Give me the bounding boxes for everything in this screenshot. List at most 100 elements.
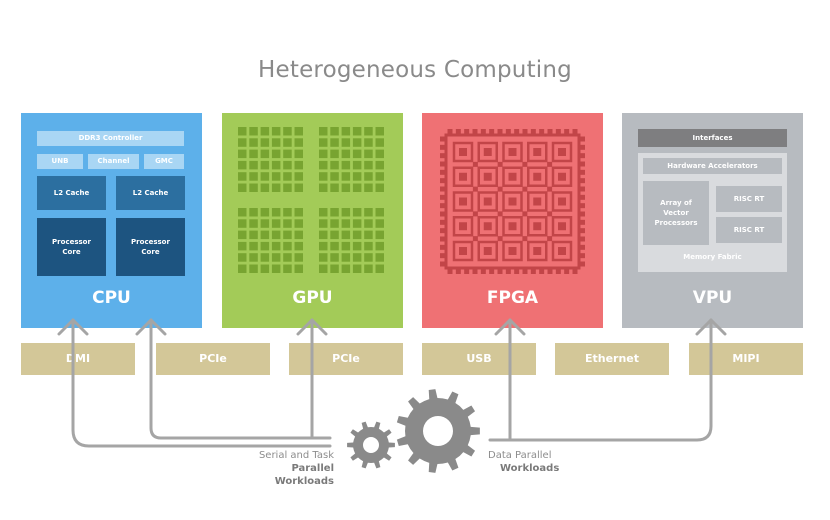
fpga-interconnect	[472, 211, 478, 217]
gpu-core	[271, 149, 281, 159]
fpga-interconnect	[522, 211, 528, 217]
gpu-core	[271, 160, 281, 170]
fpga-pin	[440, 253, 447, 259]
vpu-card: Interfaces Hardware Accelerators Array o…	[622, 113, 803, 328]
fpga-logic-core	[533, 197, 542, 206]
gpu-core	[249, 160, 258, 170]
gpu-card: GPU	[222, 113, 403, 328]
gpu-core	[283, 241, 292, 251]
gpu-core	[271, 138, 281, 147]
array-of-vector-processors-block: Array of Vector Processors	[643, 181, 709, 245]
gpu-core	[352, 138, 362, 147]
fpga-interconnect	[547, 236, 553, 242]
fpga-logic-cell	[551, 240, 573, 262]
fpga-logic-cell	[477, 240, 498, 262]
gpu-core	[375, 219, 384, 228]
fpga-pin	[480, 267, 486, 274]
fpga-pin	[578, 219, 585, 225]
gpu-core	[260, 208, 270, 217]
fpga-pin	[555, 267, 561, 274]
gpu-core	[271, 219, 281, 228]
gpu-core	[249, 127, 258, 136]
gpu-core	[375, 253, 384, 262]
interface-ethernet: Ethernet	[555, 343, 669, 375]
gpu-core	[330, 160, 339, 170]
cpu-label: CPU	[92, 288, 131, 308]
fpga-pin	[440, 219, 447, 225]
gpu-core	[271, 264, 281, 273]
fpga-pin	[440, 178, 447, 184]
gpu-core	[375, 208, 384, 217]
fpga-logic-core	[558, 222, 566, 231]
fpga-pin	[440, 161, 447, 167]
gpu-core	[341, 264, 351, 273]
gpu-core	[271, 253, 281, 262]
gpu-core	[319, 172, 328, 181]
fpga-logic-core	[483, 222, 492, 231]
gpu-core	[364, 149, 373, 159]
channel-block: Channel	[88, 154, 139, 169]
gpu-core	[238, 149, 247, 159]
fpga-pin	[578, 144, 585, 150]
interface-usb: USB	[422, 343, 536, 375]
gpu-core	[330, 219, 339, 228]
fpga-pin	[578, 194, 585, 200]
fpga-interconnect	[497, 161, 503, 167]
arrow-vpu	[488, 318, 713, 442]
risc-rt-block-1: RISC RT	[716, 186, 782, 212]
fpga-pin	[578, 178, 585, 184]
gpu-core	[283, 149, 292, 159]
fpga-logic-core	[459, 172, 467, 181]
gpu-core	[249, 138, 258, 147]
gpu-core	[294, 219, 303, 228]
fpga-pin	[447, 267, 453, 274]
fpga-logic-cell	[551, 216, 573, 237]
fpga-pin	[447, 129, 453, 136]
gpu-core	[375, 172, 384, 181]
serial-task-line2: Parallel Workloads	[274, 463, 334, 487]
fpga-logic-core	[483, 172, 492, 181]
fpga-interconnect	[472, 236, 478, 242]
gpu-core	[375, 127, 384, 136]
fpga-pin	[578, 169, 585, 175]
gpu-core	[249, 183, 258, 192]
gpu-core	[238, 253, 247, 262]
fpga-pin	[497, 129, 503, 136]
fpga-pin	[440, 186, 447, 192]
gpu-core	[238, 160, 247, 170]
fpga-logic-core	[459, 222, 467, 231]
gpu-core	[319, 241, 328, 251]
fpga-logic-cell	[502, 240, 523, 262]
fpga-pin	[578, 244, 585, 250]
fpga-logic-cell	[527, 191, 548, 212]
fpga-pin	[514, 129, 520, 136]
gpu-core	[238, 172, 247, 181]
gpu-core	[330, 264, 339, 273]
fpga-pin	[472, 267, 478, 274]
gpu-core	[260, 138, 270, 147]
fpga-logic-cell	[452, 166, 474, 187]
gpu-core	[352, 160, 362, 170]
gpu-core	[294, 127, 303, 136]
fpga-pin	[455, 267, 461, 274]
gpu-core	[271, 241, 281, 251]
interface-pcie-2: PCIe	[289, 343, 403, 375]
hardware-accelerators-block: Hardware Accelerators	[643, 158, 782, 174]
fpga-logic-cell	[527, 216, 548, 237]
fpga-logic-core	[508, 172, 517, 181]
gpu-core	[260, 219, 270, 228]
gpu-core	[249, 264, 258, 273]
gpu-core	[283, 219, 292, 228]
fpga-pin	[440, 261, 447, 267]
fpga-pin	[578, 203, 585, 209]
gpu-core	[283, 127, 292, 136]
gpu-core	[352, 219, 362, 228]
gpu-core	[330, 149, 339, 159]
fpga-logic-cell	[452, 216, 474, 237]
gpu-core	[249, 172, 258, 181]
gpu-core	[364, 230, 373, 240]
fpga-pin	[572, 129, 578, 136]
interface-mipi: MIPI	[689, 343, 803, 375]
gpu-core	[271, 183, 281, 192]
fpga-logic-cell	[477, 141, 498, 163]
